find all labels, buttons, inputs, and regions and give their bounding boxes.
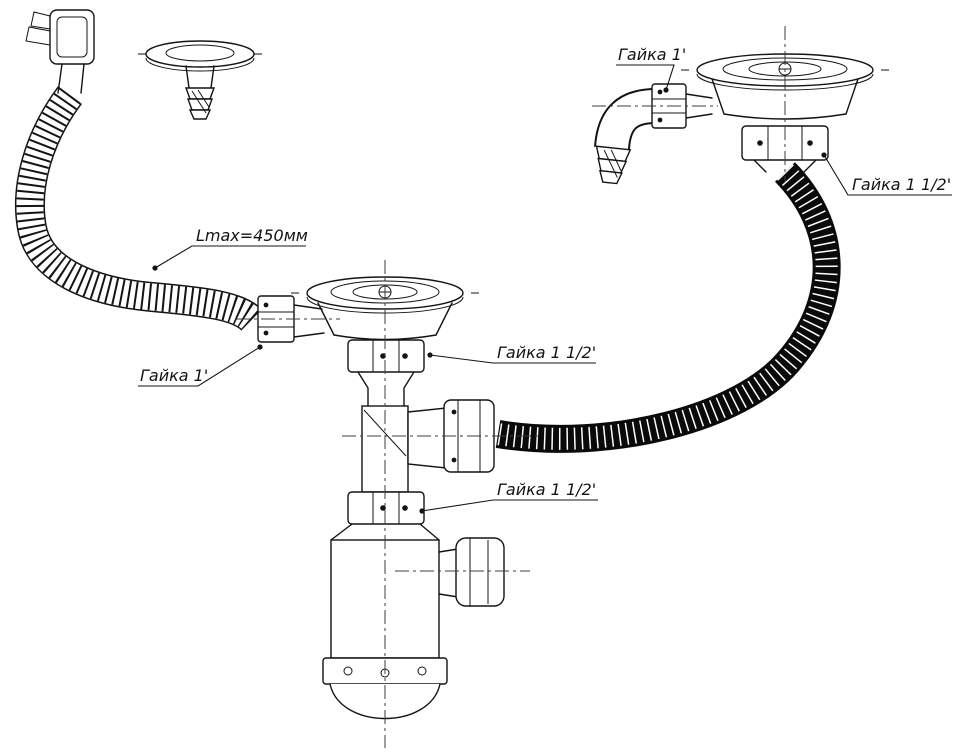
overflow-plate-fitting (25, 9, 95, 94)
label-lmax-text: Lmax=450мм (196, 226, 308, 245)
hose-barb-tail (185, 87, 215, 120)
label-nut1-left-text: Гайка 1' (140, 366, 208, 385)
label-lmax: Lmax=450мм (152, 226, 308, 271)
label-nut1-right-text: Гайка 1' (618, 45, 686, 64)
coupling-nut-center (347, 339, 425, 373)
center-drain-assembly (257, 276, 505, 720)
bottle-trap (322, 523, 505, 720)
axis-centerlines (236, 26, 786, 748)
label-nut1-right: Гайка 1' (616, 45, 686, 93)
corrugated-hose-right (495, 162, 841, 453)
drain-strainer-top-view (138, 40, 262, 120)
label-nut15-right-text: Гайка 1 1/2' (852, 175, 951, 194)
elbow-barb-tail (595, 145, 632, 185)
label-nut15-lower: Гайка 1 1/2' (419, 480, 598, 514)
overflow-hose-left (14, 86, 263, 332)
tee-fitting (361, 399, 495, 493)
label-nut15-right: Гайка 1 1/2' (821, 152, 952, 196)
annotations: Lmax=450мм Гайка 1' Гайка 1 1/2' Гайка 1… (138, 45, 952, 514)
label-nut1-left: Гайка 1' (138, 344, 263, 387)
label-nut15-lower-text: Гайка 1 1/2' (497, 480, 596, 499)
label-nut15-center-text: Гайка 1 1/2' (497, 343, 596, 362)
trap-top-nut (347, 491, 425, 525)
overflow-elbow (594, 83, 713, 185)
right-drain-assembly (594, 53, 889, 185)
label-nut15-center: Гайка 1 1/2' (427, 343, 596, 364)
